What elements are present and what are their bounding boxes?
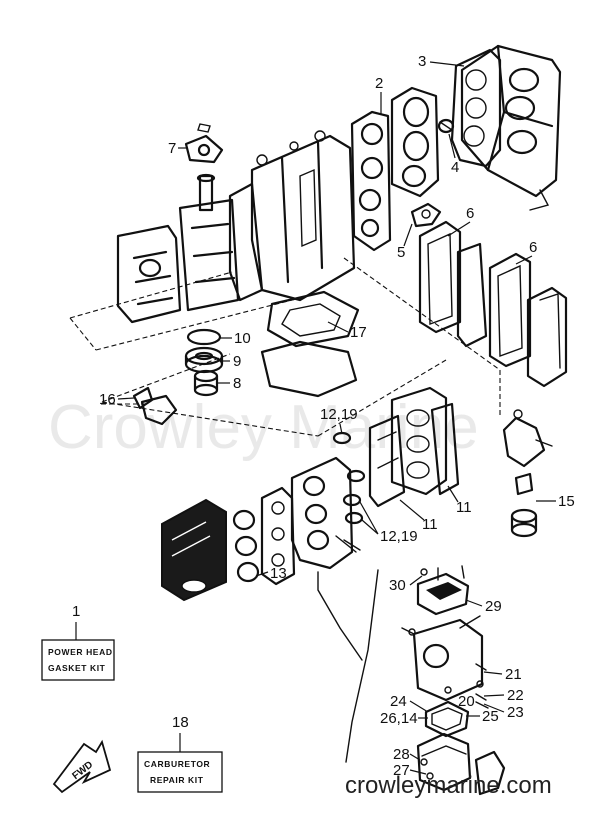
callout-6b: 6 xyxy=(529,239,537,256)
crankcase xyxy=(116,224,182,324)
needle-valve-parts xyxy=(408,568,489,780)
small-cover-gasket xyxy=(184,123,224,164)
callout-27: 27 xyxy=(393,762,410,779)
power-head-kit-line2: GASKET KIT xyxy=(48,663,106,673)
callout-9: 9 xyxy=(233,353,241,370)
float-bowl-gasket xyxy=(424,700,470,738)
callout-4: 4 xyxy=(451,159,459,176)
oil-seal-ring xyxy=(186,328,222,346)
callout-10: 10 xyxy=(234,330,251,347)
bearing xyxy=(184,346,224,374)
callout-8: 8 xyxy=(233,375,241,392)
crankcase-gasket xyxy=(260,290,360,398)
cylinder-cover-gasket xyxy=(350,110,392,252)
callout-20: 20 xyxy=(458,693,475,710)
callout-12-19b: 12,19 xyxy=(380,528,418,545)
callout-labels: 2 3 4 5 6 6 7 8 9 10 17 16 12,19 12,19 1… xyxy=(99,53,575,779)
callout-30: 30 xyxy=(389,577,406,594)
callout-3: 3 xyxy=(418,53,426,70)
linkage-rod xyxy=(345,569,379,763)
reed-gaskets xyxy=(332,431,366,525)
assembly-outline xyxy=(69,257,501,437)
fuel-pump-fitting xyxy=(502,409,553,538)
callout-17: 17 xyxy=(350,324,367,341)
thermostat-gasket xyxy=(410,202,442,228)
callout-21: 21 xyxy=(505,666,522,683)
callout-12-19a: 12,19 xyxy=(320,406,358,423)
callout-16: 16 xyxy=(99,391,116,408)
callout-22: 22 xyxy=(507,687,524,704)
thermostat xyxy=(437,118,455,134)
intake-silencer xyxy=(161,498,227,602)
callout-6a: 6 xyxy=(466,205,474,222)
callout-29: 29 xyxy=(485,598,502,615)
head-cover-gasket xyxy=(450,48,502,168)
callout-2: 2 xyxy=(375,75,383,92)
carburetor-kit-line1: CARBURETOR xyxy=(144,759,210,769)
reed-valve-plate xyxy=(368,402,460,508)
cylinder-cover xyxy=(390,86,440,198)
callout-28: 28 xyxy=(393,746,410,763)
callout-24: 24 xyxy=(390,693,407,710)
callout-13: 13 xyxy=(270,565,287,582)
callout-11a: 11 xyxy=(422,516,438,533)
callout-15: 15 xyxy=(558,493,575,510)
callout-1: 1 xyxy=(72,603,80,620)
callout-23: 23 xyxy=(507,704,524,721)
carburetor-kit-line2: REPAIR KIT xyxy=(150,775,204,785)
carburetor-body xyxy=(401,615,487,702)
fuel-hose xyxy=(317,571,363,661)
needle-bearing xyxy=(193,369,219,397)
callout-5: 5 xyxy=(397,244,405,261)
carburetor-cover xyxy=(416,565,470,616)
forward-arrow-icon: FWD xyxy=(52,739,112,794)
carburetor-repair-kit: 18 CARBURETOR REPAIR KIT xyxy=(137,714,223,793)
cylinder-block xyxy=(228,130,356,302)
power-head-kit-line1: POWER HEAD xyxy=(48,647,113,657)
site-footer: crowleymarine.com xyxy=(345,772,552,799)
callout-18: 18 xyxy=(172,714,189,731)
exhaust-cover-outer xyxy=(488,252,568,388)
callout-11b: 11 xyxy=(456,499,472,516)
power-head-gasket-kit: 1 POWER HEAD GASKET KIT xyxy=(41,603,115,681)
callout-25: 25 xyxy=(482,708,499,725)
callout-7: 7 xyxy=(168,140,176,157)
exhaust-cover-inner xyxy=(418,220,488,348)
intake-manifold-gasket xyxy=(390,386,448,496)
carburetor-gaskets xyxy=(232,509,260,583)
crankshaft xyxy=(178,173,240,312)
callout-26-14: 26,14 xyxy=(380,710,418,727)
